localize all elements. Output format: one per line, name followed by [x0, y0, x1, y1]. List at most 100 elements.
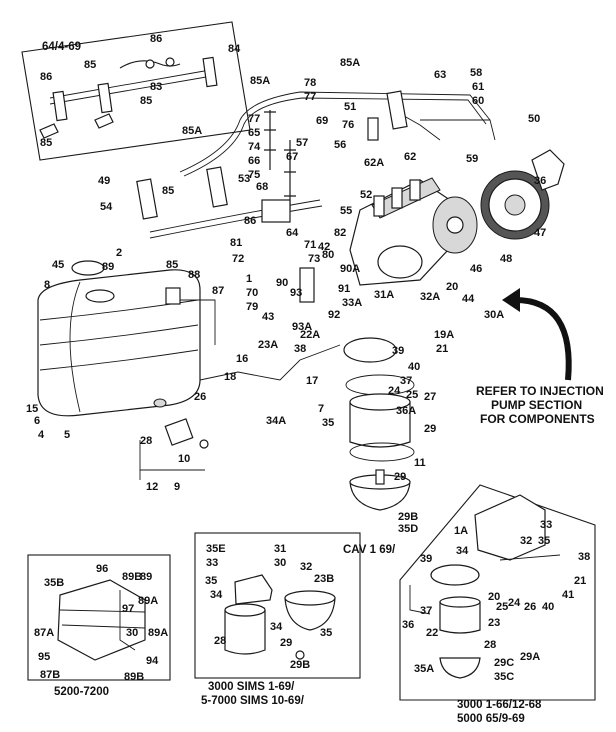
part-label: 23 — [488, 617, 500, 629]
part-label: 5 — [64, 429, 70, 441]
part-label: 62 — [404, 151, 416, 163]
part-label: 88 — [188, 269, 200, 281]
part-label: 21 — [574, 575, 586, 587]
reference-note-line2: PUMP SECTION — [491, 398, 582, 412]
part-label: 86 — [244, 215, 256, 227]
part-label: 33 — [206, 557, 218, 569]
part-label: 35 — [205, 575, 217, 587]
part-label: 73 — [308, 253, 320, 265]
part-label: 89B — [122, 571, 142, 583]
part-label: 35E — [206, 543, 226, 555]
part-label: 22 — [426, 627, 438, 639]
caption-sims-1: 3000 SIMS 1-69/ — [208, 681, 295, 693]
part-label: 38 — [578, 551, 590, 563]
part-label: 9 — [174, 481, 180, 493]
part-label: 51 — [344, 101, 356, 113]
part-label: 78 — [304, 77, 316, 89]
part-label: 38 — [294, 343, 306, 355]
part-label: 66 — [248, 155, 260, 167]
part-label: 35B — [44, 577, 64, 589]
part-label: 82 — [334, 227, 346, 239]
part-label: 47 — [534, 227, 546, 239]
part-label: 55 — [340, 205, 352, 217]
part-label: 58 — [470, 67, 482, 79]
part-label: 53 — [238, 173, 250, 185]
part-label: 25 — [406, 389, 418, 401]
part-label: 37 — [420, 605, 432, 617]
part-label: 29 — [394, 471, 406, 483]
part-label: 35 — [322, 417, 334, 429]
part-label: 85A — [250, 75, 270, 87]
part-label: 35 — [538, 535, 550, 547]
part-label: 29B — [398, 511, 418, 523]
part-label: 10 — [178, 453, 190, 465]
part-label: 22A — [300, 329, 320, 341]
part-label: 33 — [540, 519, 552, 531]
part-labels: 86 84 86 85 83 85 85 85A 85A 85A 78 77 7… — [26, 33, 590, 683]
part-label: 28 — [140, 435, 152, 447]
part-label: 35C — [494, 671, 514, 683]
part-label: 17 — [306, 375, 318, 387]
part-label: 29 — [280, 637, 292, 649]
part-label: 24 — [388, 385, 401, 397]
part-label: 29A — [520, 651, 540, 663]
part-label: 40 — [408, 361, 420, 373]
shutoff-valve — [139, 418, 209, 480]
part-label: 2 — [116, 247, 122, 259]
fuel-tank — [37, 260, 341, 417]
caption-5200: 5200-7200 — [54, 686, 109, 698]
part-label: 86 — [40, 71, 52, 83]
part-label: 25 — [496, 601, 508, 613]
reference-note-line3: FOR COMPONENTS — [480, 412, 595, 426]
injection-pump — [349, 177, 478, 286]
part-label: 90A — [340, 263, 360, 275]
part-label: 70 — [246, 287, 258, 299]
part-label: 95 — [38, 651, 50, 663]
part-label: 94 — [146, 655, 159, 667]
part-label: 60 — [472, 95, 484, 107]
part-label: 16 — [236, 353, 248, 365]
part-label: 93 — [290, 287, 302, 299]
part-label: 77 — [248, 113, 260, 125]
part-label: 97 — [122, 603, 134, 615]
part-label: 20 — [446, 281, 458, 293]
part-label: 1A — [454, 525, 468, 537]
part-label: 89 — [140, 571, 152, 583]
part-label: 15 — [26, 403, 38, 415]
part-label: 77 — [304, 91, 316, 103]
inset-injector-lines-64: 64/4-69 — [21, 21, 251, 161]
caption-3000-1: 3000 1-66/12-68 — [457, 699, 542, 711]
part-label: 89 — [102, 261, 114, 273]
part-label: 52 — [360, 189, 372, 201]
part-label: 27 — [424, 391, 436, 403]
inset-caption-64: 64/4-69 — [42, 41, 81, 53]
part-label: 24 — [508, 597, 521, 609]
part-label: 90 — [276, 277, 288, 289]
part-label: 31 — [274, 543, 286, 555]
part-label: 29C — [494, 657, 514, 669]
part-label: 34 — [210, 589, 223, 601]
part-label: 8 — [44, 279, 50, 291]
inset-sims-filter: 3000 SIMS 1-69/ 5-7000 SIMS 10-69/ — [194, 532, 361, 707]
part-label: 20 — [488, 591, 500, 603]
part-label: 65 — [248, 127, 260, 139]
part-label: 40 — [542, 601, 554, 613]
part-label: 85 — [166, 259, 178, 271]
part-label: 61 — [472, 81, 484, 93]
caption-3000-2: 5000 65/9-69 — [457, 713, 525, 725]
part-label: 28 — [484, 639, 496, 651]
part-label: 30 — [126, 627, 138, 639]
part-label: 69 — [316, 115, 328, 127]
part-label: 87 — [212, 285, 224, 297]
part-label: 35A — [414, 663, 434, 675]
part-label: 29B — [290, 659, 310, 671]
part-label: 85 — [40, 137, 52, 149]
part-label: 89A — [138, 595, 158, 607]
part-label: 11 — [414, 457, 426, 469]
inset-3000-pump: 3000 1-66/12-68 5000 65/9-69 — [399, 484, 596, 725]
part-label: 44 — [462, 293, 475, 305]
part-label: 89B — [124, 671, 144, 683]
part-label: 93A — [292, 321, 312, 333]
caption-sims-2: 5-7000 SIMS 10-69/ — [201, 695, 305, 707]
part-label: 31A — [374, 289, 394, 301]
